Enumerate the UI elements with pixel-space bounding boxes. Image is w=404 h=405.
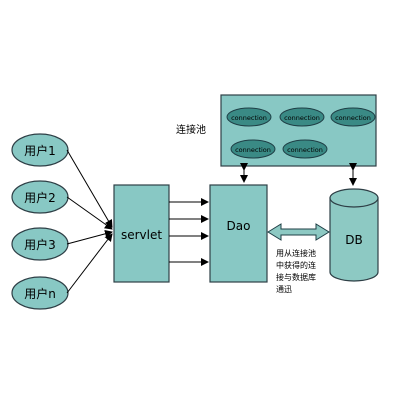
user-node-n: 用户n — [11, 276, 69, 310]
dao-db-note-line-3: 接与数据库 — [276, 272, 316, 282]
user-node-3: 用户3 — [11, 227, 69, 261]
servlet-label: servlet — [121, 228, 162, 242]
dao-db-note-line-2: 中获得的连 — [276, 260, 316, 270]
connection-pool-box: connection connection connection connect… — [220, 94, 377, 167]
user-n-arrow — [66, 233, 113, 294]
user-label-n: 用户n — [24, 286, 56, 301]
user-label-2: 用户2 — [24, 190, 56, 205]
connection-label-4: connection — [235, 146, 271, 154]
db-label: DB — [345, 233, 362, 247]
user-label-3: 用户3 — [24, 237, 56, 252]
user-3-arrow — [66, 229, 113, 245]
dao-db-note-line-4: 通迅 — [276, 284, 292, 294]
dao-db-note-line-1: 用从连接池 — [276, 248, 316, 258]
connection-label-3: connection — [335, 114, 371, 122]
dao-box: Dao — [209, 184, 268, 283]
connection-label-1: connection — [231, 114, 267, 122]
dao-label: Dao — [227, 219, 251, 233]
servlet-box: servlet — [113, 184, 170, 283]
connection-label-2: connection — [284, 114, 320, 122]
user-2-arrow — [66, 196, 113, 230]
database-cylinder: DB — [329, 188, 379, 282]
user-1-arrow — [66, 149, 113, 228]
dao-db-connection-arrow — [267, 223, 330, 241]
connection-pool-label: 连接池 — [176, 123, 206, 136]
connection-label-5: connection — [287, 146, 323, 154]
user-node-1: 用户1 — [11, 133, 69, 167]
user-node-2: 用户2 — [11, 180, 69, 214]
user-label-1: 用户1 — [24, 143, 56, 158]
